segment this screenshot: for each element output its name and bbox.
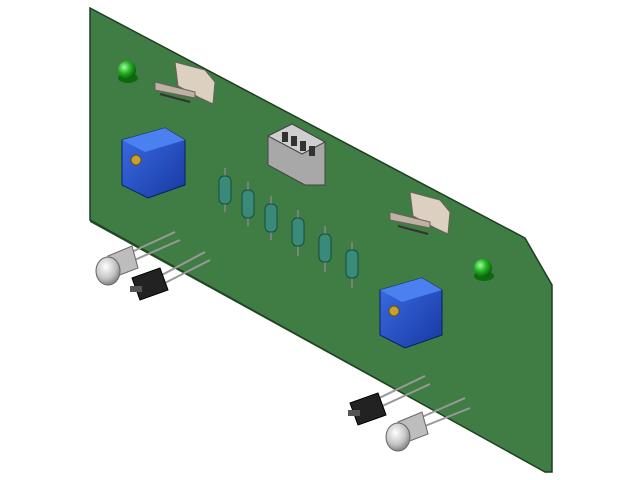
clear-led [95,231,181,286]
resistor [218,168,232,212]
clear-led [385,397,471,452]
resistor [264,196,278,240]
green-led [474,259,494,281]
connector [389,191,451,235]
ic-chip [266,123,327,186]
transistor [130,251,211,301]
resistor [318,226,332,272]
resistor [345,242,359,288]
resistor [241,182,255,226]
transistor [348,375,431,426]
potentiometer [379,277,443,349]
green-led [118,61,138,83]
board-edge [90,220,548,474]
potentiometer [121,127,186,199]
connector [154,61,216,105]
resistor [291,210,305,256]
